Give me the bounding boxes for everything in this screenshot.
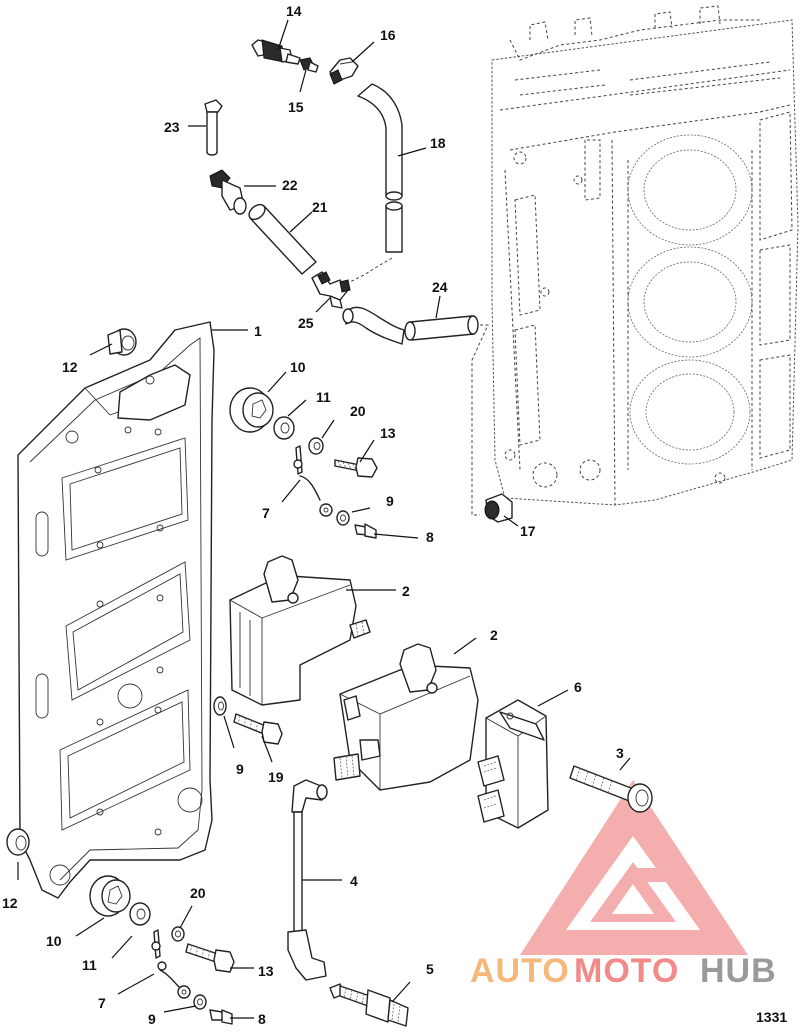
callout-18: 18 [430, 135, 446, 151]
callout-10-upper: 10 [290, 359, 306, 375]
callout-14: 14 [286, 3, 302, 19]
fitting-17 [484, 493, 513, 523]
tee-fitting-25 [311, 271, 351, 309]
callout-22: 22 [282, 177, 298, 193]
callout-16: 16 [380, 27, 396, 43]
washer-lower-9 [193, 994, 207, 1010]
callout-19: 19 [268, 769, 284, 785]
washer-lower [129, 902, 151, 926]
callout-20-upper: 20 [350, 403, 366, 419]
bushing-lower [89, 875, 131, 917]
hose-24 [342, 306, 479, 345]
figure-number: 1331 [756, 1009, 787, 1025]
callout-24: 24 [432, 279, 448, 295]
spark-plug-wire [287, 779, 328, 981]
mounting-plate [17, 321, 215, 899]
callout-9-lower: 9 [148, 1011, 156, 1027]
callout-4: 4 [350, 873, 358, 889]
washer-middle [213, 696, 227, 716]
callout-13-lower: 13 [258, 963, 274, 979]
grommet-upper [107, 328, 137, 356]
leader-lines [17, 19, 631, 1019]
callout-25: 25 [298, 315, 314, 331]
module-6 [477, 699, 549, 829]
callout-6: 6 [574, 679, 582, 695]
callout-5: 5 [426, 961, 434, 977]
washer-lower-small [336, 510, 350, 526]
fitting-15 [299, 57, 319, 73]
watermark-moto: MOTO [574, 952, 679, 990]
callout-7-upper: 7 [262, 505, 270, 521]
fitting-22 [209, 169, 247, 215]
lockwasher-lower [171, 926, 185, 942]
bolt-19 [233, 713, 283, 745]
bolt-lower [185, 943, 235, 973]
callout-11-lower: 11 [82, 957, 97, 973]
ground-wire-upper [293, 445, 333, 517]
watermark-auto: AUTO [470, 952, 570, 990]
spark-plug [329, 983, 409, 1027]
pin-23 [204, 99, 223, 156]
watermark-hub: HUB [700, 952, 777, 990]
watermark-text: AUTO MOTO HUB [470, 952, 777, 990]
watermark-logo [520, 780, 748, 955]
callout-10-lower: 10 [46, 933, 62, 949]
callout-7-lower: 7 [98, 995, 106, 1011]
grommet-lower [6, 828, 30, 856]
callout-9-middle: 9 [236, 761, 244, 777]
washer-upper [273, 416, 295, 440]
hose-clamp-16 [329, 57, 359, 85]
callout-20-lower: 20 [190, 885, 206, 901]
callout-labels: 1 2 2 3 4 5 6 7 7 8 8 9 9 9 10 10 11 11 … [2, 3, 787, 1027]
ignition-coil-upper [229, 555, 371, 706]
callout-21: 21 [312, 199, 328, 215]
lockwasher-upper [308, 437, 324, 455]
callout-8-upper: 8 [426, 529, 434, 545]
callout-3: 3 [616, 745, 624, 761]
hose-18 [357, 83, 403, 253]
callout-11-upper: 11 [316, 389, 331, 405]
callout-12-lower: 12 [2, 895, 18, 911]
ground-wire-lower [151, 929, 191, 999]
hose-21 [248, 203, 317, 275]
callout-2-lower: 2 [490, 627, 498, 643]
callout-12-upper: 12 [62, 359, 78, 375]
callout-17: 17 [520, 523, 536, 539]
callout-1: 1 [254, 323, 262, 339]
callout-15: 15 [288, 99, 304, 115]
callout-9-upper: 9 [386, 493, 394, 509]
bolt-3 [569, 765, 653, 813]
callout-2-upper: 2 [402, 583, 410, 599]
engine-block-phantom [491, 5, 799, 506]
bolt-upper [334, 457, 378, 478]
callout-8-lower: 8 [258, 1011, 266, 1027]
callout-23: 23 [164, 119, 180, 135]
callout-13-upper: 13 [380, 425, 396, 441]
screw-lower [209, 1009, 233, 1025]
ignition-coil-lower [333, 643, 479, 791]
bushing-upper [229, 387, 274, 433]
screw-upper [354, 523, 377, 539]
fitting-14 [251, 39, 301, 65]
